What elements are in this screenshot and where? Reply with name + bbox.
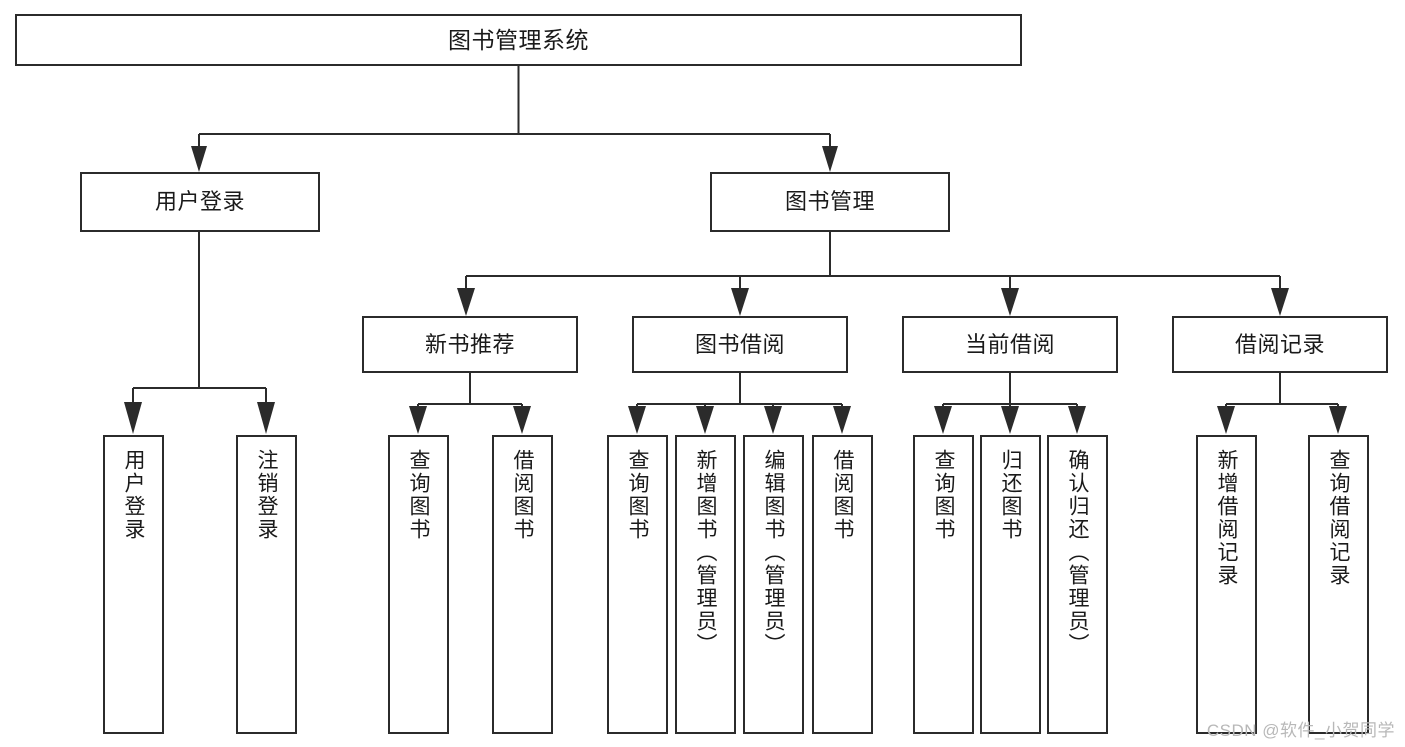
leaf-query-book-borrow[interactable]: 查询图书 — [607, 435, 668, 734]
leaf-user-login[interactable]: 用户登录 — [103, 435, 164, 734]
leaf-borrow-book-new[interactable]: 借阅图书 — [492, 435, 553, 734]
node-label: 借阅记录 — [1234, 331, 1325, 357]
leaf-query-book-new[interactable]: 查询图书 — [388, 435, 449, 734]
node-label: 编辑图书（管理员） — [762, 449, 785, 656]
node-new-book-recommendation[interactable]: 新书推荐 — [362, 316, 578, 373]
node-label: 图书借阅 — [694, 331, 785, 357]
node-label: 图书管理系统 — [448, 26, 589, 53]
leaf-edit-book-admin[interactable]: 编辑图书（管理员） — [743, 435, 804, 734]
leaf-borrow-book[interactable]: 借阅图书 — [812, 435, 873, 734]
node-label: 新增借阅记录 — [1215, 449, 1238, 587]
node-current-borrowing[interactable]: 当前借阅 — [902, 316, 1118, 373]
leaf-confirm-return-admin[interactable]: 确认归还（管理员） — [1047, 435, 1108, 734]
node-book-borrowing[interactable]: 图书借阅 — [632, 316, 848, 373]
node-label: 查询图书 — [407, 449, 430, 541]
leaf-query-book-current[interactable]: 查询图书 — [913, 435, 974, 734]
node-label: 归还图书 — [999, 449, 1022, 541]
node-label: 查询图书 — [932, 449, 955, 541]
node-label: 查询借阅记录 — [1327, 449, 1350, 587]
node-label: 图书管理 — [784, 189, 875, 215]
node-label: 用户登录 — [154, 189, 245, 215]
leaf-query-borrow-record[interactable]: 查询借阅记录 — [1308, 435, 1369, 734]
node-label: 用户登录 — [122, 449, 145, 541]
node-label: 查询图书 — [626, 449, 649, 541]
node-borrow-records[interactable]: 借阅记录 — [1172, 316, 1388, 373]
csdn-watermark: CSDN @软件_小贺同学 — [1206, 721, 1395, 740]
node-label: 借阅图书 — [511, 449, 534, 541]
node-root-book-management-system[interactable]: 图书管理系统 — [15, 14, 1022, 66]
node-label: 注销登录 — [255, 449, 278, 541]
leaf-logout[interactable]: 注销登录 — [236, 435, 297, 734]
node-label: 确认归还（管理员） — [1066, 449, 1089, 656]
leaf-return-book[interactable]: 归还图书 — [980, 435, 1041, 734]
node-label: 新书推荐 — [424, 331, 515, 357]
leaf-add-borrow-record[interactable]: 新增借阅记录 — [1196, 435, 1257, 734]
node-user-login[interactable]: 用户登录 — [80, 172, 320, 232]
node-label: 当前借阅 — [964, 331, 1055, 357]
leaf-add-book-admin[interactable]: 新增图书（管理员） — [675, 435, 736, 734]
node-label: 新增图书（管理员） — [694, 449, 717, 656]
node-book-management[interactable]: 图书管理 — [710, 172, 950, 232]
node-label: 借阅图书 — [831, 449, 854, 541]
